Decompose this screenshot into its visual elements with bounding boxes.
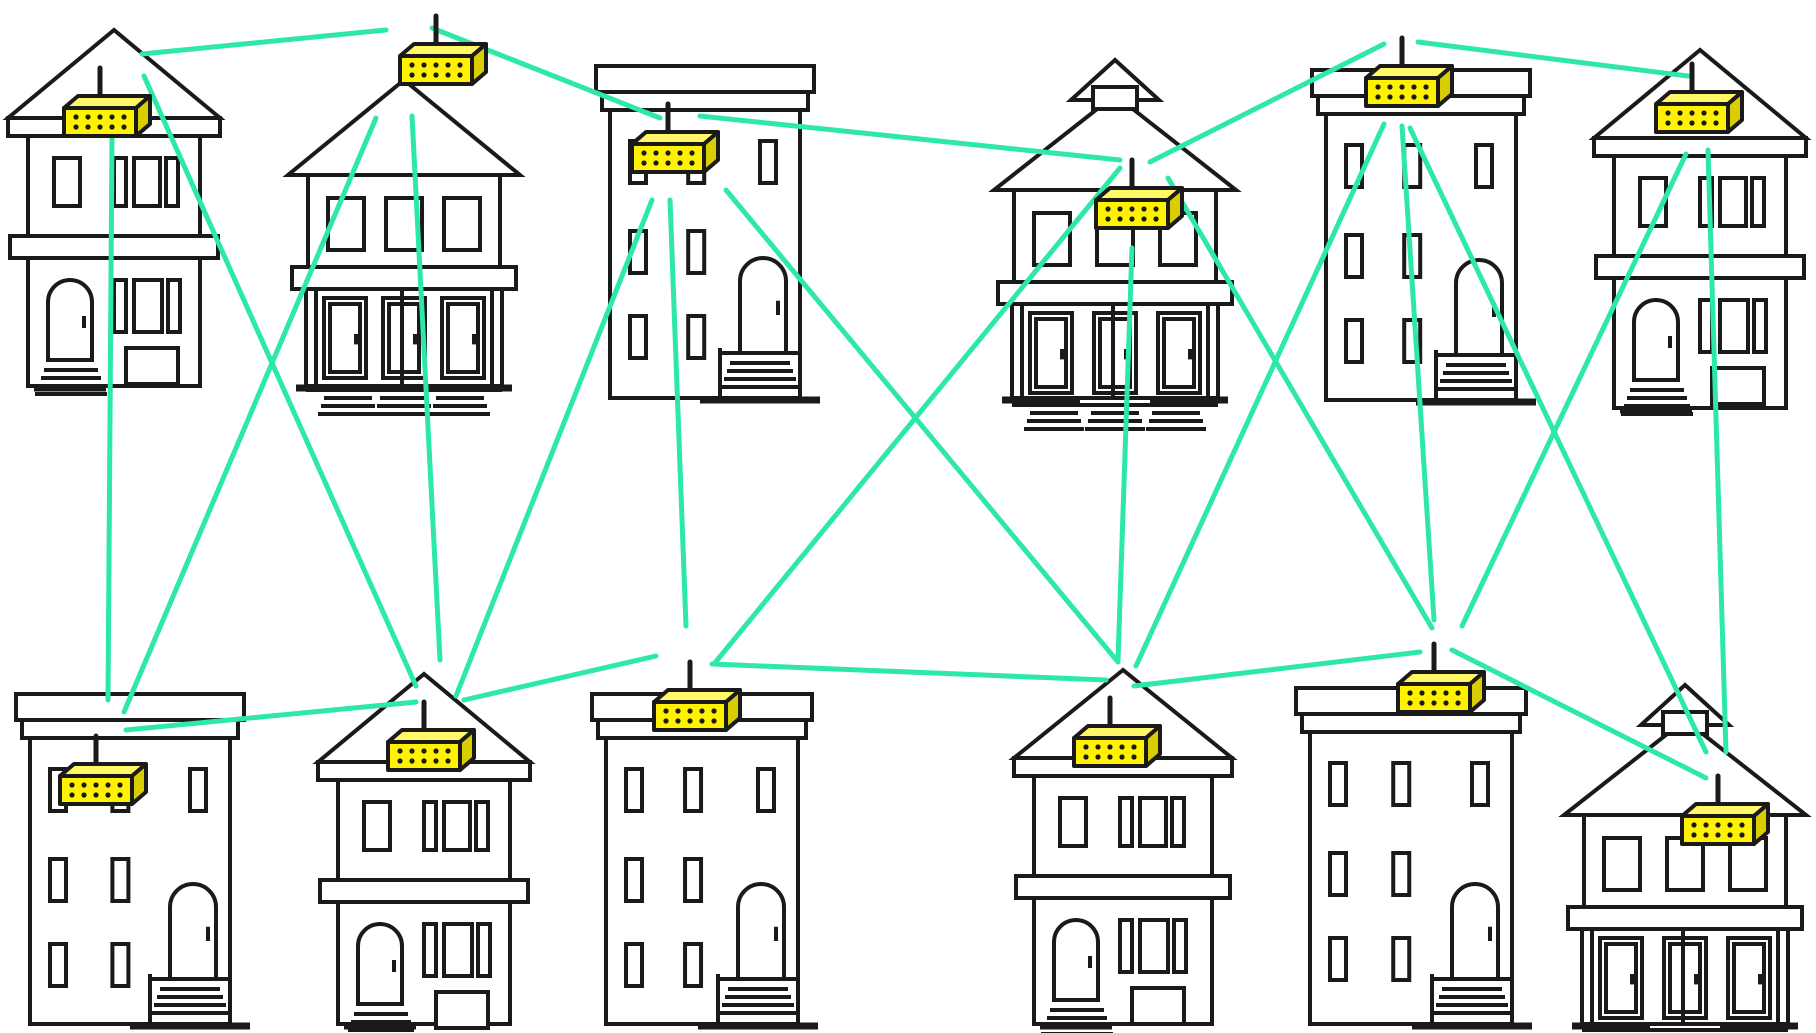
wifi-router-icon (1364, 35, 1454, 108)
wifi-router-icon (652, 659, 742, 732)
mesh-link (1131, 649, 1423, 689)
house-icon (590, 692, 818, 1030)
mesh-link (121, 115, 379, 715)
house-icon (1294, 686, 1532, 1030)
mesh-link (139, 27, 389, 57)
wifi-router-icon (398, 13, 488, 86)
wifi-router-icon (1072, 695, 1162, 768)
house-icon (2, 27, 226, 396)
mesh-links-layer (105, 25, 1729, 781)
mesh-link (105, 133, 115, 703)
wifi-router-icon (62, 65, 152, 138)
mesh-link (1115, 245, 1135, 663)
mesh-link (711, 165, 1123, 667)
house-icon (1588, 47, 1812, 416)
house-icon (282, 77, 526, 416)
house-icon (1310, 68, 1536, 406)
wifi-router-icon (630, 101, 720, 174)
mesh-link (461, 653, 659, 703)
house-icon (14, 692, 250, 1030)
routers-layer (58, 13, 1770, 846)
wifi-router-icon (1094, 157, 1184, 230)
mesh-link (1415, 39, 1691, 79)
mesh-link (123, 699, 419, 733)
mesh-link (453, 197, 655, 699)
mesh-link (1147, 41, 1387, 165)
house-icon (988, 57, 1242, 431)
wifi-router-icon (1680, 773, 1770, 846)
mesh-link (1449, 647, 1709, 781)
mesh-link (697, 113, 1123, 163)
mesh-link (723, 187, 1121, 665)
mesh-link (1133, 121, 1387, 669)
mesh-link (1407, 125, 1709, 755)
house-icon (312, 671, 536, 1032)
mesh-link (1399, 123, 1437, 623)
mesh-link (1705, 147, 1729, 755)
mesh-link (409, 113, 443, 663)
mesh-link (1165, 175, 1435, 631)
wifi-router-icon (1396, 641, 1486, 714)
mesh-link (709, 661, 1109, 683)
wifi-router-icon (1654, 61, 1744, 134)
mesh-link (141, 73, 419, 689)
houses-layer (2, 27, 1812, 1033)
house-icon (1558, 682, 1812, 1032)
wifi-router-icon (386, 699, 476, 772)
mesh-link (667, 197, 689, 629)
mesh-link (1459, 151, 1689, 629)
wifi-router-icon (58, 733, 148, 806)
